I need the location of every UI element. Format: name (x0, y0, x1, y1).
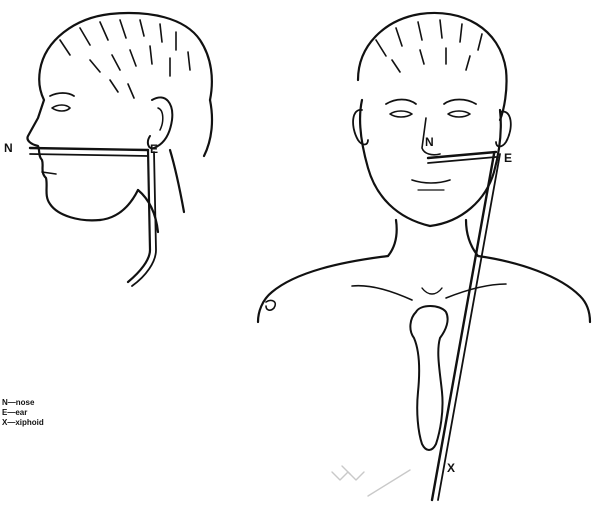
front-view-figure (258, 13, 590, 500)
side-ear-label: E (150, 143, 158, 155)
side-profile-head (27, 13, 212, 286)
legend: N—nose E—ear X—xiphoid (2, 398, 44, 428)
legend-item-ear: E—ear (2, 408, 44, 418)
front-nose-label: N (425, 136, 434, 148)
legend-item-nose: N—nose (2, 398, 44, 408)
watermark-scribble (332, 466, 410, 496)
legend-item-xiphoid: X—xiphoid (2, 418, 44, 428)
side-nose-label: N (4, 142, 13, 154)
front-xiphoid-label: X (447, 462, 455, 474)
front-ear-label: E (504, 152, 512, 164)
